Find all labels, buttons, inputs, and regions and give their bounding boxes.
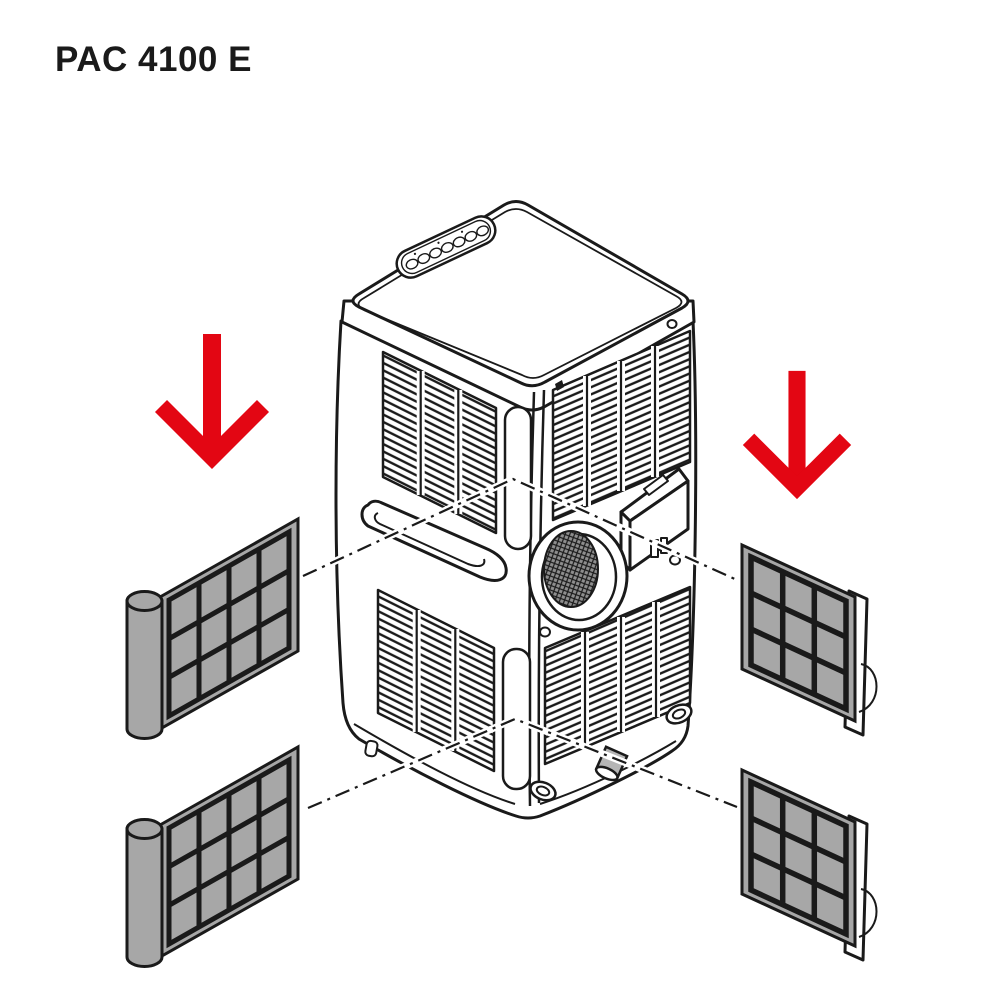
control-panel [395, 215, 497, 279]
base-tab [364, 739, 379, 758]
filter-top-left [127, 519, 298, 739]
guide-line-top [302, 477, 738, 582]
vent-mesh [543, 530, 599, 608]
lower-left-grille [376, 588, 496, 773]
screw-hole [666, 319, 678, 329]
screw-hole [539, 626, 551, 638]
assembly-guide-lines [301, 475, 739, 812]
unit-right-face [527, 319, 692, 766]
upper-left-grille [381, 350, 498, 535]
filter-bottom-right [742, 770, 877, 960]
foot-hole [665, 703, 693, 725]
exhaust-vent [527, 520, 629, 632]
filter-bottom-left [127, 747, 298, 967]
control-buttons [405, 225, 490, 270]
carry-handle [360, 499, 508, 582]
foot-hole [529, 780, 557, 802]
arrow-down-right-icon [749, 371, 846, 488]
page-title: PAC 4100 E [55, 40, 252, 79]
arrow-down-left-icon [161, 334, 263, 457]
air-conditioner-unit [334, 200, 698, 820]
filter-top-right [742, 545, 877, 735]
marking [555, 380, 564, 391]
unit-left-face [360, 350, 533, 791]
